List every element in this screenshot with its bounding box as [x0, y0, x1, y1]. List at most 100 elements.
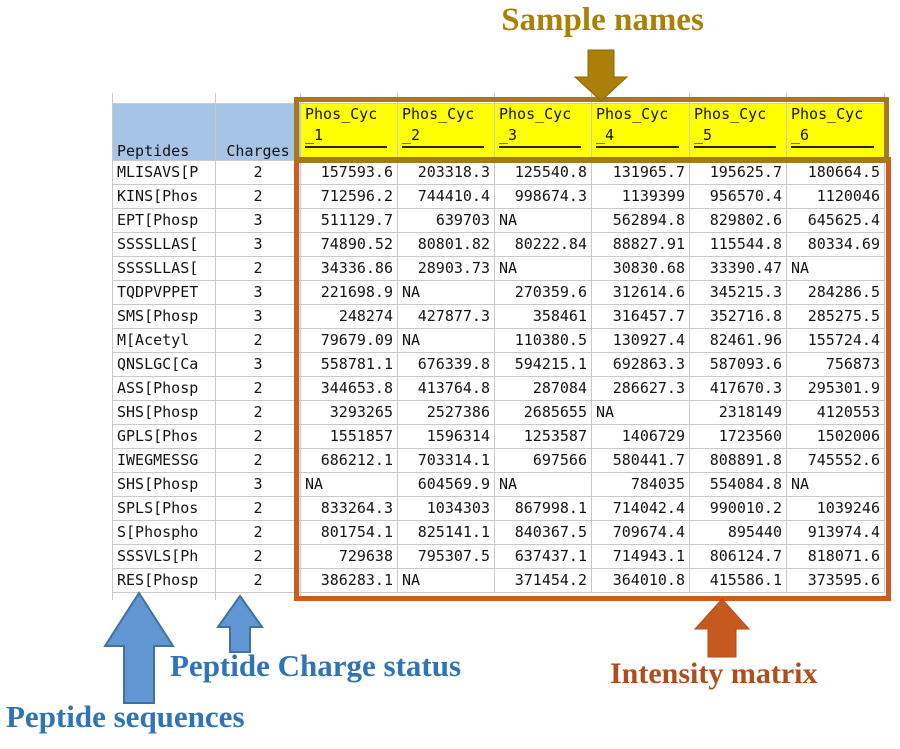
value-cell[interactable]: 285275.5	[786, 303, 885, 329]
value-cell[interactable]: 818071.6	[786, 543, 885, 569]
value-cell[interactable]: 511129.7	[300, 207, 398, 233]
value-cell[interactable]: 729638	[300, 543, 398, 569]
value-cell[interactable]: 286627.3	[591, 375, 690, 401]
value-cell[interactable]: 2527386	[397, 399, 495, 425]
value-cell[interactable]: 756873	[786, 351, 885, 377]
value-cell[interactable]: 697566	[494, 447, 592, 473]
value-cell[interactable]: 316457.7	[591, 303, 690, 329]
value-cell[interactable]: 1723560	[689, 423, 787, 449]
value-cell[interactable]: 203318.3	[397, 159, 495, 185]
value-cell[interactable]: NA	[397, 279, 495, 305]
sample-column-header-5[interactable]: Phos_Cyc_5	[689, 102, 787, 161]
charge-cell[interactable]: 2	[215, 447, 301, 473]
value-cell[interactable]: 115544.8	[689, 231, 787, 257]
value-cell[interactable]: 417670.3	[689, 375, 787, 401]
value-cell[interactable]: 110380.5	[494, 327, 592, 353]
value-cell[interactable]: 637437.1	[494, 543, 592, 569]
charges-column-header[interactable]: Charges	[215, 102, 301, 161]
value-cell[interactable]: 744410.4	[397, 183, 495, 209]
charge-cell[interactable]: 2	[215, 543, 301, 569]
value-cell[interactable]: 645625.4	[786, 207, 885, 233]
value-cell[interactable]: 371454.2	[494, 567, 592, 593]
value-cell[interactable]: 415586.1	[689, 567, 787, 593]
peptide-cell[interactable]: KINS[Phos	[112, 183, 216, 209]
value-cell[interactable]: 562894.8	[591, 207, 690, 233]
peptide-cell[interactable]: EPT[Phosp	[112, 207, 216, 233]
sample-column-header-3[interactable]: Phos_Cyc_3	[494, 102, 592, 161]
value-cell[interactable]: 34336.86	[300, 255, 398, 281]
peptide-cell[interactable]: SHS[Phosp	[112, 399, 216, 425]
value-cell[interactable]: 990010.2	[689, 495, 787, 521]
peptide-cell[interactable]: QNSLGC[Ca	[112, 351, 216, 377]
peptides-column-header[interactable]: Peptides	[112, 102, 216, 161]
value-cell[interactable]: 676339.8	[397, 351, 495, 377]
value-cell[interactable]: 913974.4	[786, 519, 885, 545]
charge-cell[interactable]: 2	[215, 495, 301, 521]
value-cell[interactable]: 709674.4	[591, 519, 690, 545]
value-cell[interactable]: 157593.6	[300, 159, 398, 185]
value-cell[interactable]: NA	[494, 471, 592, 497]
peptide-cell[interactable]: TQDPVPPET	[112, 279, 216, 305]
sample-column-header-1[interactable]: Phos_Cyc_1	[300, 102, 398, 161]
charge-cell[interactable]: 2	[215, 423, 301, 449]
value-cell[interactable]: 956570.4	[689, 183, 787, 209]
peptide-cell[interactable]: RES[Phosp	[112, 567, 216, 593]
value-cell[interactable]: 155724.4	[786, 327, 885, 353]
value-cell[interactable]: 125540.8	[494, 159, 592, 185]
charge-cell[interactable]: 2	[215, 399, 301, 425]
peptide-cell[interactable]: MLISAVS[P	[112, 159, 216, 185]
charge-cell[interactable]: 3	[215, 279, 301, 305]
value-cell[interactable]: 358461	[494, 303, 592, 329]
value-cell[interactable]: 1596314	[397, 423, 495, 449]
value-cell[interactable]: 558781.1	[300, 351, 398, 377]
value-cell[interactable]: 74890.52	[300, 231, 398, 257]
charge-cell[interactable]: 2	[215, 159, 301, 185]
charge-cell[interactable]: 2	[215, 183, 301, 209]
value-cell[interactable]: 2318149	[689, 399, 787, 425]
charge-cell[interactable]: 2	[215, 327, 301, 353]
value-cell[interactable]: 840367.5	[494, 519, 592, 545]
value-cell[interactable]: 33390.47	[689, 255, 787, 281]
value-cell[interactable]: 180664.5	[786, 159, 885, 185]
value-cell[interactable]: 1139399	[591, 183, 690, 209]
charge-cell[interactable]: 2	[215, 255, 301, 281]
value-cell[interactable]: 1502006	[786, 423, 885, 449]
value-cell[interactable]: 714042.4	[591, 495, 690, 521]
value-cell[interactable]: 79679.09	[300, 327, 398, 353]
sample-column-header-4[interactable]: Phos_Cyc_4	[591, 102, 690, 161]
peptide-cell[interactable]: M[Acetyl	[112, 327, 216, 353]
sample-column-header-2[interactable]: Phos_Cyc_2	[397, 102, 495, 161]
value-cell[interactable]: 80334.69	[786, 231, 885, 257]
value-cell[interactable]: 580441.7	[591, 447, 690, 473]
value-cell[interactable]: 221698.9	[300, 279, 398, 305]
peptide-cell[interactable]: SSSVLS[Ph	[112, 543, 216, 569]
value-cell[interactable]: 345215.3	[689, 279, 787, 305]
value-cell[interactable]: 784035	[591, 471, 690, 497]
value-cell[interactable]: NA	[494, 255, 592, 281]
peptide-cell[interactable]: IWEGMESSG	[112, 447, 216, 473]
value-cell[interactable]: 386283.1	[300, 567, 398, 593]
value-cell[interactable]: 352716.8	[689, 303, 787, 329]
value-cell[interactable]: 833264.3	[300, 495, 398, 521]
value-cell[interactable]: 80801.82	[397, 231, 495, 257]
charge-cell[interactable]: 3	[215, 471, 301, 497]
value-cell[interactable]: 639703	[397, 207, 495, 233]
value-cell[interactable]: 427877.3	[397, 303, 495, 329]
value-cell[interactable]: 130927.4	[591, 327, 690, 353]
value-cell[interactable]: 587093.6	[689, 351, 787, 377]
peptide-cell[interactable]: SMS[Phosp	[112, 303, 216, 329]
charge-cell[interactable]: 2	[215, 375, 301, 401]
value-cell[interactable]: 312614.6	[591, 279, 690, 305]
value-cell[interactable]: 604569.9	[397, 471, 495, 497]
value-cell[interactable]: 413764.8	[397, 375, 495, 401]
value-cell[interactable]: 1034303	[397, 495, 495, 521]
value-cell[interactable]: 1253587	[494, 423, 592, 449]
peptide-cell[interactable]: GPLS[Phos	[112, 423, 216, 449]
value-cell[interactable]: 554084.8	[689, 471, 787, 497]
value-cell[interactable]: 806124.7	[689, 543, 787, 569]
value-cell[interactable]: 808891.8	[689, 447, 787, 473]
value-cell[interactable]: 344653.8	[300, 375, 398, 401]
value-cell[interactable]: 1120046	[786, 183, 885, 209]
value-cell[interactable]: 4120553	[786, 399, 885, 425]
peptide-cell[interactable]: SSSSLLAS[	[112, 231, 216, 257]
